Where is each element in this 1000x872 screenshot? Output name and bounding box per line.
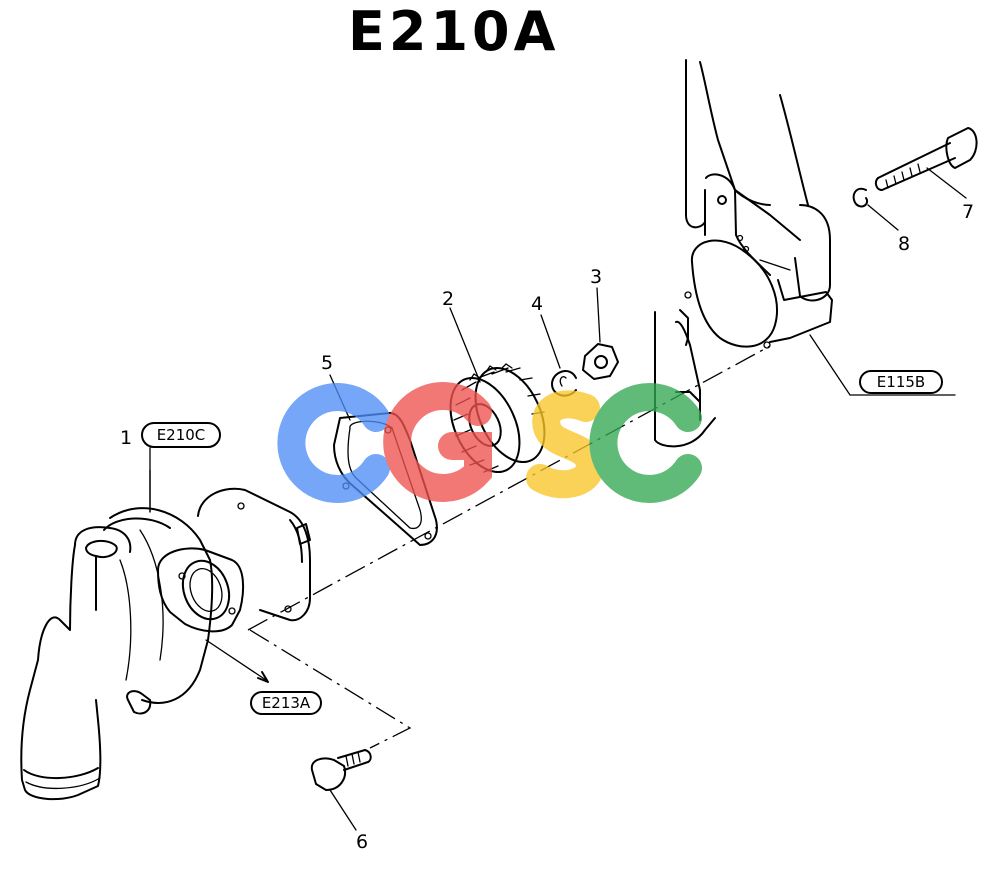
bolt-part-7	[874, 127, 978, 191]
watermark-letter-g-red	[383, 382, 492, 502]
cgsc-watermark	[277, 382, 702, 503]
pump-flange-bracket	[157, 487, 311, 633]
spring-washer-part-8	[852, 187, 868, 208]
callout-1: 1	[120, 427, 132, 449]
watermark-letter-s-yellow	[526, 390, 605, 499]
callout-7: 7	[962, 201, 974, 223]
callout-2: 2	[442, 288, 454, 310]
bracket-ref-label: E213A	[262, 694, 311, 712]
pump-body-ref-label: E210C	[157, 426, 206, 444]
callout-6: 6	[356, 831, 368, 853]
callout-3: 3	[590, 266, 602, 288]
callout-8: 8	[898, 233, 910, 255]
callout-5: 5	[321, 352, 333, 374]
nut-part-3	[582, 343, 619, 380]
gear-case-ref-frame	[859, 370, 943, 394]
diagram-title: E210A	[348, 0, 559, 63]
bolt-part-6	[310, 749, 372, 791]
callout-4: 4	[531, 293, 543, 315]
gear-case-housing	[654, 59, 833, 448]
watermark-letter-c-blue	[277, 383, 390, 503]
bracket-ref-frame	[250, 691, 322, 715]
watermark-letter-c-green	[589, 383, 702, 503]
water-pump-body-part-1	[20, 469, 214, 801]
pump-body-ref-frame	[141, 422, 221, 448]
gear-case-ref-label: E115B	[877, 373, 925, 391]
